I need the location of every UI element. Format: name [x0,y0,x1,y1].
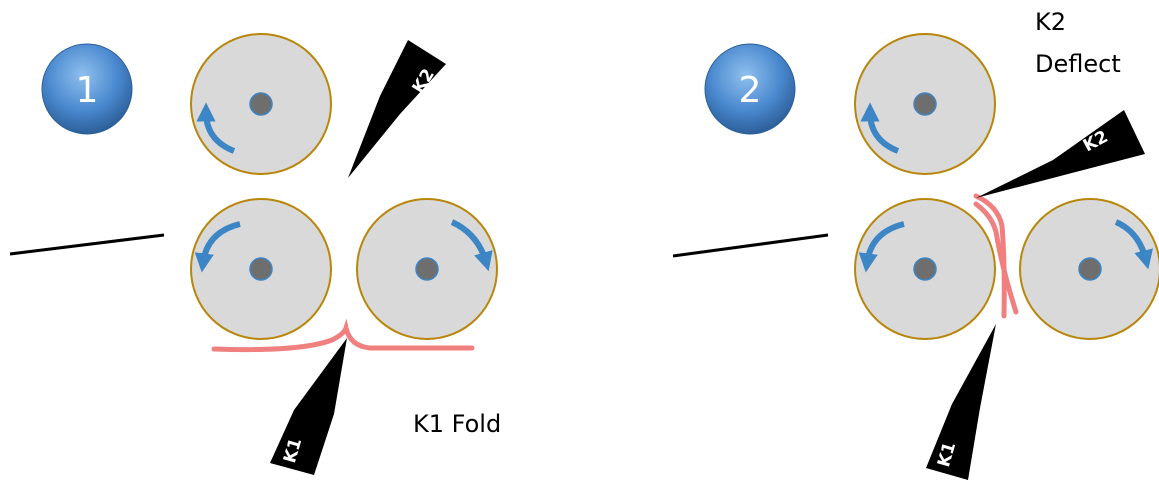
roller-bottom-right-1 [356,198,498,340]
knife-k1-2: K1 [926,324,996,480]
caption-k1-fold: K1 Fold [413,410,501,438]
roller-top-2 [854,33,996,175]
knife-k2-1: K2 [348,40,446,178]
paper-feed-line-1 [9,233,165,256]
knife-k2-2: K2 [976,110,1145,198]
caption-deflect-line2: Deflect [1035,50,1121,78]
roller-bottom-left-1 [190,198,332,340]
rotation-arrow-icon [194,221,241,273]
step-number-2: 2 [739,70,762,111]
roller-hub [415,257,439,281]
panel-2: 2 K2 Deflect K2 [672,8,1159,480]
paper-sheet-1 [211,318,475,353]
paper-sheet-2 [973,193,1007,319]
paper-sheet-2-fold [973,201,1019,315]
rotation-arrow-icon [196,102,236,154]
roller-hub [1078,257,1102,281]
roller-bottom-right-2 [1019,198,1159,340]
rotation-arrow-icon [450,219,493,272]
knife-k1-1: K1 [270,338,347,475]
step-number-1: 1 [76,70,99,111]
rotation-arrow-icon [858,221,905,273]
roller-hub [249,257,273,281]
panel-1: 1 K2 K1 [9,33,501,475]
roller-hub [913,257,937,281]
roller-bottom-left-2 [854,198,996,340]
step-badge-2: 2 [704,43,796,135]
paper-feed-line-2 [672,233,829,258]
roller-hub [249,92,273,116]
caption-k2-line1: K2 [1035,8,1066,36]
roller-top-1 [190,33,332,175]
rotation-arrow-icon [1114,219,1153,270]
step-badge-1: 1 [41,43,133,135]
roller-hub [913,92,937,116]
rotation-arrow-icon [860,102,900,154]
